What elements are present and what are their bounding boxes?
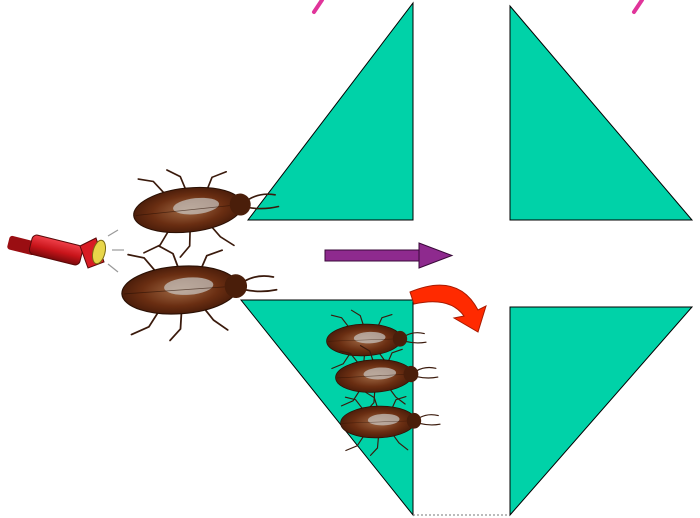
- curved-turn-arrow-icon: [410, 285, 486, 332]
- cockroach-icon: [119, 238, 280, 344]
- triangle-upper-right: [510, 6, 692, 220]
- flashlight-icon: [7, 230, 124, 272]
- triangle-lower-right: [510, 307, 692, 515]
- triangle-upper-left: [248, 3, 413, 220]
- title-glyph-right: [634, 0, 642, 12]
- right-arrow-icon: [325, 243, 452, 268]
- title-glyph-left: [314, 0, 322, 12]
